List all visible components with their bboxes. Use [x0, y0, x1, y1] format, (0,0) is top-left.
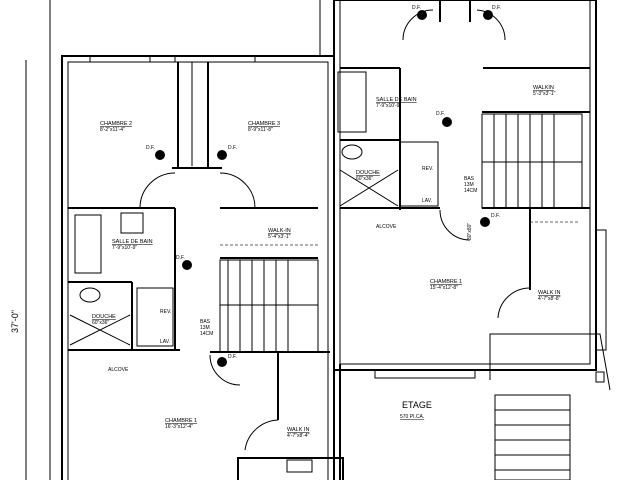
stair-label: BAS: [464, 176, 475, 182]
room-dim: 60"x36": [356, 176, 373, 182]
stair-label: 14CM: [200, 331, 213, 337]
room-dim: 15'-4"x12'-8": [430, 285, 458, 291]
alcove-label: ALCOVE: [376, 224, 397, 230]
df-label: D.F.: [412, 5, 421, 11]
room-walkin: WALK-IN: [268, 228, 291, 234]
rev-label: REV.: [422, 166, 433, 172]
alcove-label: ALCOVE: [108, 367, 129, 373]
room-walkin-right: WALKIN: [533, 85, 554, 91]
room-douche: DOUCHE: [92, 314, 116, 320]
stair-label: 13M: [464, 182, 474, 188]
overall-dimension: 37'-0": [10, 310, 20, 333]
df-markers: [155, 10, 493, 367]
stair-label: 13M: [200, 325, 210, 331]
stairs-right: [481, 113, 583, 209]
lav-label: LAV.: [160, 339, 170, 345]
df-label: D.F.: [436, 111, 445, 117]
room-walk-in: WALK IN: [287, 427, 309, 433]
stair-label: 14CM: [464, 188, 477, 194]
room-dim: 8'-2"x11'-4": [100, 127, 125, 133]
df-label: D.F.: [176, 255, 185, 261]
room-dim: 8'-9"x11'-8": [248, 127, 273, 133]
rev-label: REV.: [160, 309, 171, 315]
stairs-left: [219, 259, 319, 353]
df-label: D.F.: [228, 145, 237, 151]
floor-area: 570 PI.CA.: [400, 414, 424, 420]
room-labels: 37'-0" CHAMBRE 2 8'-2"x11'-4" CHAMBRE 3 …: [10, 5, 561, 439]
df-label: D.F.: [146, 145, 155, 151]
lav-label: LAV.: [422, 198, 432, 204]
door-dim: 30"x80": [467, 223, 473, 240]
room-dim: 16'-3"x12'-4": [165, 424, 193, 430]
room-chambre-1-right: CHAMBRE 1: [430, 279, 462, 285]
room-douche-right: DOUCHE: [356, 170, 380, 176]
room-dim: 4'-7"x8'-4": [287, 433, 310, 439]
room-dim: 5'-3"x3'-1": [533, 91, 556, 97]
stair-label: BAS: [200, 319, 211, 325]
room-salle-de-bain: SALLE DE BAIN: [112, 239, 153, 245]
df-label: D.F.: [491, 213, 500, 219]
room-chambre-2: CHAMBRE 2: [100, 121, 132, 127]
room-dim: 60"x36": [92, 320, 109, 326]
room-walk-in-right: WALK IN: [538, 290, 560, 296]
room-dim: 7'-9"x10'-9": [112, 245, 137, 251]
room-dim: 4'-7"x8'-8": [538, 296, 561, 302]
walls: [25, 0, 611, 480]
floor-label: ETAGE: [402, 400, 432, 410]
room-dim: 7'-9"x10'-9": [376, 103, 401, 109]
room-dim: 5'-4"x3'-1": [268, 234, 291, 240]
room-salle-de-bain-right: SALLE DE BAIN: [376, 97, 417, 103]
df-label: D.F.: [492, 5, 501, 11]
room-chambre-3: CHAMBRE 3: [248, 121, 280, 127]
df-label: D.F.: [228, 354, 237, 360]
room-chambre-1: CHAMBRE 1: [165, 418, 197, 424]
